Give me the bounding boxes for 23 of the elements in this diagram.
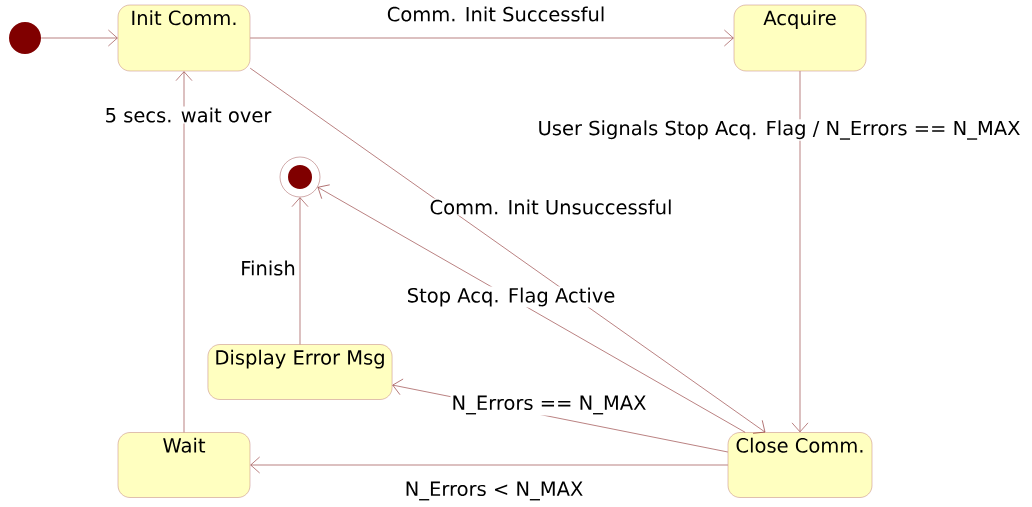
transition-label: Comm. Init Unsuccessful xyxy=(428,198,674,216)
transition-arrow xyxy=(250,456,729,474)
state-box: Init Comm. xyxy=(117,4,251,72)
transition-label: User Signals Stop Acq. Flag / N_Errors == N_MAX xyxy=(536,119,1022,141)
state-box: Close Comm. xyxy=(727,432,873,498)
state-box: Display Error Msg xyxy=(207,344,393,400)
final-state xyxy=(279,156,321,198)
initial-state xyxy=(9,22,41,54)
transition-label: N_Errors == N_MAX xyxy=(450,394,648,416)
transition-arrow xyxy=(40,29,118,47)
transition-label: Stop Acq. Flag Active xyxy=(405,286,617,308)
transition-arrow xyxy=(791,70,809,433)
transition-arrow xyxy=(249,29,734,47)
transition-arrow xyxy=(249,67,766,434)
transition-arrow xyxy=(175,71,193,433)
transition-arrow xyxy=(291,197,309,345)
state-box: Wait xyxy=(117,432,251,498)
transition-label: Comm. Init Successful xyxy=(385,5,607,23)
transition-label: Finish xyxy=(239,259,297,277)
transition-label: N_Errors < N_MAX xyxy=(403,480,585,502)
transition-arrow xyxy=(317,184,746,433)
transition-label: 5 secs. wait over xyxy=(103,106,273,124)
state-box: Acquire xyxy=(733,4,867,72)
